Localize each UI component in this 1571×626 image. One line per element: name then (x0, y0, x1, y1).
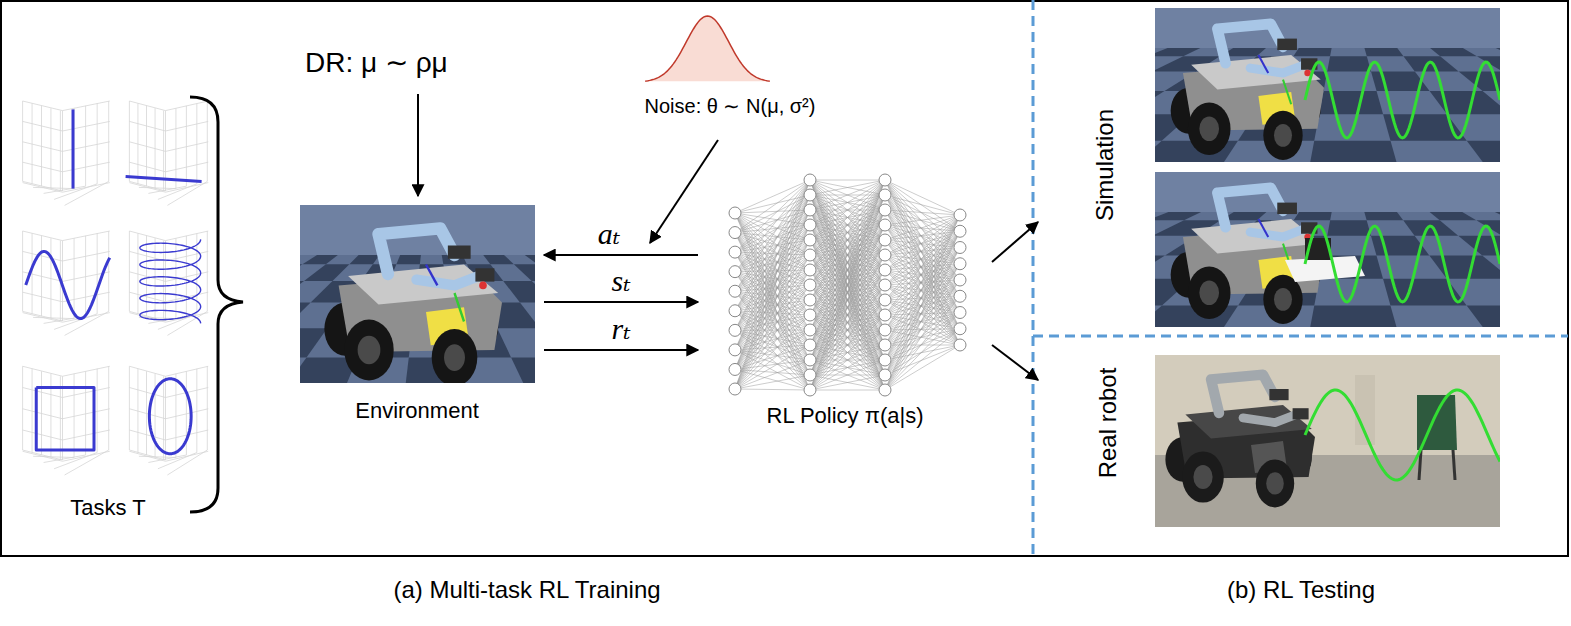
flow-arrow (417, 94, 419, 196)
node-label: Tasks T (70, 495, 145, 521)
brace (190, 97, 243, 512)
gaussian-curve (645, 16, 770, 81)
signal-label: sₜ (611, 264, 630, 297)
signal-label: aₜ (598, 217, 620, 250)
task-plot (23, 366, 110, 475)
real-robot-panel: Real robot (1040, 342, 1565, 552)
node-label: Noise: θ ∼ N(μ, σ²) (645, 94, 816, 118)
flow-arrow (992, 222, 1038, 262)
noise-panel: Noise: θ ∼ N(μ, σ²) (600, 8, 860, 128)
robot-photo (1155, 355, 1500, 527)
outer-frame (1, 1, 1568, 556)
neural-network (729, 174, 966, 396)
flow-arrow (992, 345, 1038, 380)
environment-render (300, 205, 535, 383)
task-plot (23, 101, 110, 205)
simulation-panel: Simulation (1040, 5, 1565, 331)
node-label: Simulation (1091, 109, 1120, 221)
node-label: DR: μ ∼ ρμ (305, 46, 448, 80)
panel-caption: (a) Multi-task RL Training (393, 576, 660, 605)
gaussian-curve (645, 16, 770, 81)
tasks-panel: Tasks T (8, 88, 208, 533)
node-label: RL Policy π(a|s) (767, 403, 924, 429)
divider-dashed (1032, 0, 1035, 557)
task-plot (126, 101, 209, 205)
task-plot (23, 231, 110, 335)
randomisation-label: DR: μ ∼ ρμ (295, 38, 545, 92)
task-plot (129, 366, 208, 475)
policy-network: RL Policy π(a|s) (700, 168, 990, 438)
panel-caption: (b) RL Testing (1227, 576, 1375, 605)
simulation-render (1155, 8, 1500, 162)
noise-arrow (650, 140, 718, 243)
simulation-render (1155, 172, 1500, 327)
divider-dashed (1033, 335, 1568, 338)
task-plot (129, 231, 208, 335)
flow-arrow (544, 254, 698, 256)
flow-arrow (544, 349, 698, 351)
node-label: Real robot (1094, 368, 1123, 479)
node-label: Environment (355, 398, 479, 424)
signal-label: rₜ (611, 312, 630, 345)
environment-box: Environment (292, 198, 542, 433)
flow-arrow (544, 301, 698, 303)
